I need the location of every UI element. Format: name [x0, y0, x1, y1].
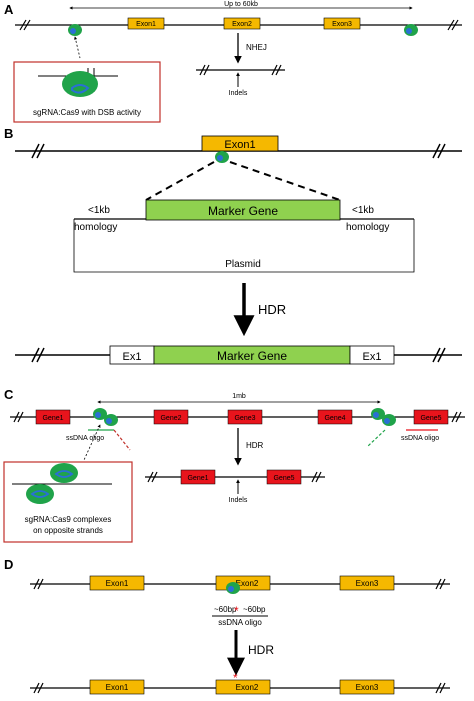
exon-box: [339, 679, 395, 695]
left-arm-size: <1kb: [88, 205, 110, 216]
insert-guide-line: [229, 161, 341, 201]
exon-box: [127, 17, 165, 30]
marker-gene-label: Marker Gene: [208, 204, 278, 218]
cas9-large-icon: [50, 463, 78, 483]
span-label: Up to 60kb: [224, 1, 258, 8]
exon-label: Exon3: [332, 21, 352, 28]
exon-label: Exon2: [236, 579, 259, 588]
exon-fragment-label: Ex1: [123, 351, 142, 363]
exon-label: Exon1: [224, 139, 255, 151]
gene-label: Gene2: [160, 415, 181, 422]
oligo-link: [367, 429, 386, 447]
cas9-complex-icon: [68, 24, 82, 36]
gene-box: [153, 409, 189, 425]
mutation-mark: *: [234, 604, 239, 618]
gene-box: [180, 469, 216, 485]
gene-box: [227, 409, 263, 425]
plasmid-backbone: [73, 219, 415, 273]
cas9-complex-icon: [382, 414, 396, 426]
panel-d: D Exon1 Exon2 Exon3 ~60bp * ~60bp ssDNA …: [4, 557, 450, 695]
panel-c: C 1mb Gene1 Gene2 Gene3 Gene4 Gene5 ssDN…: [3, 387, 465, 543]
right-arm-size: <1kb: [352, 205, 374, 216]
span-label: 1mb: [232, 393, 246, 400]
oligo-left-length: ~60bp: [214, 605, 237, 614]
outcome-label: Indels: [229, 497, 248, 504]
gene-label: Gene5: [273, 475, 294, 482]
gene-box: [266, 469, 302, 485]
exon-box: [89, 679, 145, 695]
cas9-complex-icon: [104, 414, 118, 426]
exon-box: [323, 17, 361, 30]
inset-caption: sgRNA:Cas9 with DSB activity: [33, 108, 141, 117]
oligo-label: ssDNA oligo: [401, 435, 439, 442]
pathway-label: NHEJ: [246, 43, 267, 52]
exon-label: Exon3: [356, 579, 379, 588]
panel-d-letter: D: [4, 557, 13, 572]
cas9-complex-icon: [226, 582, 240, 594]
gene-label: Gene4: [324, 415, 345, 422]
gene-label: Gene1: [187, 475, 208, 482]
panel-c-letter: C: [4, 387, 14, 402]
gene-box: [413, 409, 449, 425]
insert-guide-line: [145, 161, 215, 201]
exon-fragment-box: [349, 345, 395, 365]
exon-label: Exon1: [106, 579, 129, 588]
pathway-label: HDR: [248, 643, 274, 657]
panel-b-letter: B: [4, 126, 13, 141]
exon-label: Exon1: [136, 21, 156, 28]
exon-label: Exon3: [356, 683, 379, 692]
exon-label: Exon1: [106, 683, 129, 692]
pathway-label: HDR: [246, 441, 264, 450]
oligo-right-length: ~60bp: [243, 605, 266, 614]
break-mark: [19, 19, 31, 31]
zoom-arrow: [83, 424, 101, 461]
oligo-label: ssDNA oligo: [218, 618, 262, 627]
inset-caption-line2: on opposite strands: [33, 526, 103, 535]
cas9-large-icon: [26, 484, 54, 504]
exon-box: [89, 575, 145, 591]
exon-box: [215, 679, 271, 695]
gene-label: Gene5: [420, 415, 441, 422]
exon-fragment-label: Ex1: [363, 351, 382, 363]
pathway-label: HDR: [258, 302, 286, 317]
zoom-arrow: [74, 36, 81, 59]
gene-label: Gene1: [42, 415, 63, 422]
gene-box: [317, 409, 353, 425]
gene-label: Gene3: [234, 415, 255, 422]
panel-b: B Exon1 <1kb homology <1kb homology Mark…: [4, 126, 462, 365]
right-arm-label: homology: [346, 222, 389, 233]
left-arm-label: homology: [74, 222, 117, 233]
cas9-complex-icon: [404, 24, 418, 36]
exon-label: Exon2: [236, 683, 259, 692]
exon-box: [339, 575, 395, 591]
mutation-mark: *: [233, 671, 238, 685]
cas9-complex-icon: [215, 151, 229, 163]
oligo-label: ssDNA oligo: [66, 435, 104, 442]
marker-gene-box: [145, 199, 341, 221]
oligo-link: [113, 429, 131, 451]
panel-a-letter: A: [4, 2, 14, 17]
exon-box: [201, 135, 279, 152]
gene-box: [35, 409, 71, 425]
guide-rna-icon: [71, 84, 90, 94]
marker-gene-label: Marker Gene: [217, 349, 287, 363]
outcome-label: Indels: [229, 90, 248, 97]
inset-caption-line1: sgRNA:Cas9 complexes: [25, 515, 112, 524]
break-mark: [447, 19, 459, 31]
plasmid-label: Plasmid: [225, 259, 261, 270]
panel-a: A Up to 60kb Exon1 Exon2 Exon3 sgRNA:Cas…: [4, 1, 462, 123]
exon-label: Exon2: [232, 21, 252, 28]
exon-box: [223, 17, 261, 30]
